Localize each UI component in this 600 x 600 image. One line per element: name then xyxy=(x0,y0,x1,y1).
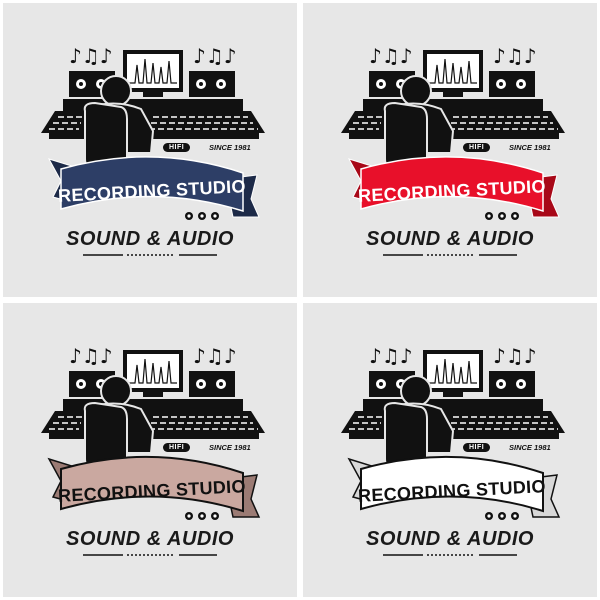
speaker-right-icon xyxy=(489,71,535,97)
ribbon-banner: RECORDING STUDIO xyxy=(47,455,261,518)
since-label: SINCE 1981 xyxy=(209,443,251,452)
music-notes-right-icon: ♪♫♪ xyxy=(193,344,236,368)
knob-dots-icon xyxy=(185,212,219,220)
svg-text:♪♫♪: ♪♫♪ xyxy=(69,344,112,368)
music-notes-left-icon: ♪♫♪ xyxy=(69,344,112,368)
hifi-badge: HIFI xyxy=(163,443,191,452)
subtitle: SOUND & AUDIO xyxy=(366,228,534,250)
music-notes-right-icon: ♪♫♪ xyxy=(493,44,536,68)
ribbon-banner: RECORDING STUDIO xyxy=(47,156,260,218)
since-label: SINCE 1981 xyxy=(509,143,551,152)
svg-text:♪♫♪: ♪♫♪ xyxy=(493,44,536,68)
speaker-right-icon xyxy=(189,371,235,397)
logo-panel-red: ♪♫♪ ♪♫♪ xyxy=(303,3,597,297)
music-notes-left-icon: ♪♫♪ xyxy=(69,44,112,68)
speaker-left-icon xyxy=(369,371,415,397)
knob-dots-icon xyxy=(485,212,519,220)
svg-text:♪♫♪: ♪♫♪ xyxy=(193,344,236,368)
speaker-right-icon xyxy=(189,71,235,97)
subtitle: SOUND & AUDIO xyxy=(366,528,534,550)
hifi-badge: HIFI xyxy=(463,143,491,152)
svg-text:♪♫♪: ♪♫♪ xyxy=(493,344,536,368)
logo-panel-rose: ♪♫♪ ♪♫♪ xyxy=(3,303,297,597)
recording-studio-logo: ♪♫♪ ♪♫♪ xyxy=(341,344,565,556)
music-notes-left-icon: ♪♫♪ xyxy=(369,44,412,68)
svg-text:♪♫♪: ♪♫♪ xyxy=(193,44,236,68)
ribbon-banner: RECORDING STUDIO xyxy=(347,156,560,218)
music-notes-right-icon: ♪♫♪ xyxy=(493,344,536,368)
logo-panel-navy: ♪♫♪ ♪♫♪ xyxy=(3,3,297,297)
recording-studio-logo: ♪♫♪ ♪♫♪ xyxy=(41,344,265,556)
knob-dots-icon xyxy=(185,512,219,520)
speaker-right-icon xyxy=(489,371,535,397)
recording-studio-logo: ♪♫♪ ♪♫♪ xyxy=(341,44,565,256)
monitor-icon xyxy=(123,50,183,97)
ribbon-body xyxy=(60,455,244,513)
hifi-badge: HIFI xyxy=(163,143,191,152)
hifi-badge: HIFI xyxy=(463,443,491,452)
since-label: SINCE 1981 xyxy=(209,143,251,152)
svg-text:♪♫♪: ♪♫♪ xyxy=(369,44,412,68)
engineer-silhouette-icon xyxy=(83,75,155,183)
subtitle: SOUND & AUDIO xyxy=(66,528,234,550)
music-notes-left-icon: ♪♫♪ xyxy=(369,344,412,368)
since-label: SINCE 1981 xyxy=(509,443,551,452)
recording-studio-logo: ♪♫♪ ♪♫♪ xyxy=(41,44,265,256)
svg-text:♪♫♪: ♪♫♪ xyxy=(369,344,412,368)
svg-text:♪♫♪: ♪♫♪ xyxy=(69,44,112,68)
logo-panel-white: ♪♫♪ ♪♫♪ xyxy=(303,303,597,597)
ribbon-body xyxy=(360,156,544,213)
monitor-icon xyxy=(423,50,483,97)
ribbon-body xyxy=(60,156,244,213)
ribbon-body xyxy=(360,455,544,513)
knob-dots-icon xyxy=(485,512,519,520)
monitor-icon xyxy=(123,350,183,397)
music-notes-right-icon: ♪♫♪ xyxy=(193,44,236,68)
subtitle: SOUND & AUDIO xyxy=(66,228,234,250)
monitor-icon xyxy=(423,350,483,397)
ribbon-banner: RECORDING STUDIO xyxy=(347,455,561,518)
